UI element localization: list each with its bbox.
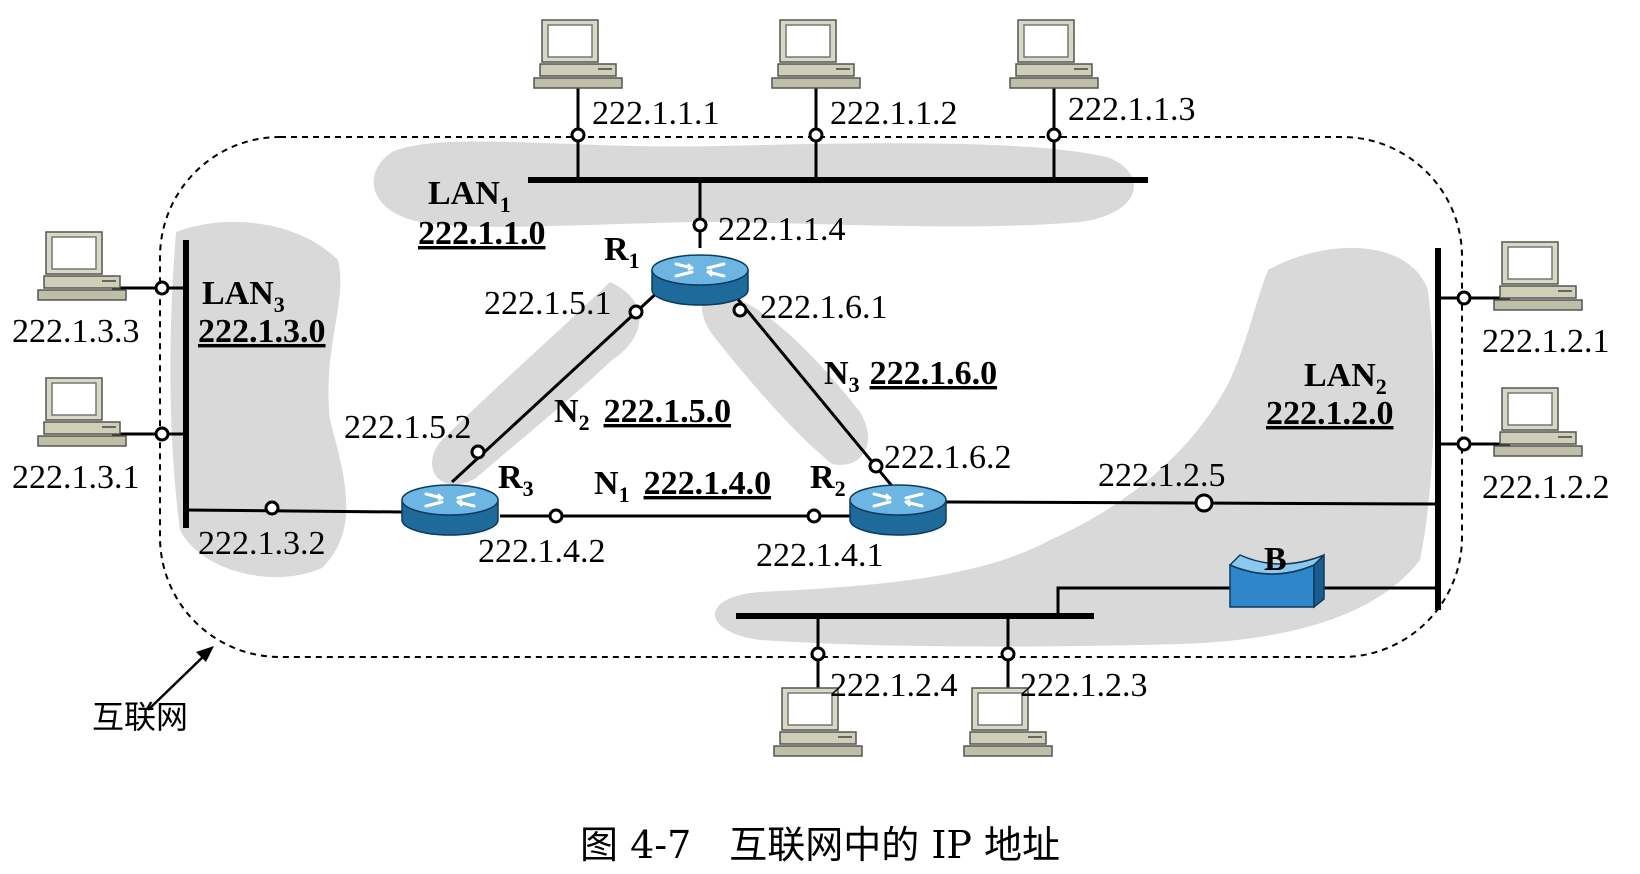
figure-caption: 图 4-7 互联网中的 IP 地址	[580, 823, 1060, 867]
addr-r3-lan3: 222.1.3.2	[198, 525, 326, 562]
bridge-b	[1228, 553, 1325, 609]
lan1-shade	[373, 141, 1134, 227]
lan3-shade	[170, 221, 347, 578]
router-r2-icon	[848, 483, 948, 537]
router-r1-label: R1	[604, 231, 640, 273]
host-222-1-1-2-icon	[771, 19, 861, 89]
n2-shade	[432, 282, 640, 485]
host-222-1-3-3-icon	[37, 231, 127, 301]
addr-r1-lan1: 222.1.1.4	[718, 211, 846, 248]
router-r2-label: R2	[810, 459, 846, 501]
addr-222-1-3-3: 222.1.3.3	[12, 313, 140, 350]
host-222-1-1-1-icon	[533, 19, 623, 89]
interface-ports	[154, 127, 1472, 662]
host-222-1-2-2-icon	[1493, 387, 1583, 457]
addr-222-1-2-2: 222.1.2.2	[1482, 469, 1610, 506]
lan3-name: LAN3	[202, 275, 285, 317]
addr-222-1-3-1: 222.1.3.1	[12, 459, 140, 496]
bridge-label: B	[1264, 541, 1287, 578]
host-222-1-1-3-icon	[1009, 19, 1099, 89]
addr-r2-n1: 222.1.4.1	[756, 537, 884, 574]
addr-r2-lan2: 222.1.2.5	[1098, 457, 1226, 494]
lan1-name: LAN1	[428, 175, 511, 217]
internet-label: 互联网	[92, 698, 188, 736]
router-r1-icon	[650, 253, 750, 307]
lan2-name: LAN2	[1304, 357, 1387, 399]
addr-222-1-1-2: 222.1.1.2	[830, 95, 958, 132]
host-222-1-2-1-icon	[1493, 241, 1583, 311]
lan1-address: 222.1.1.0	[418, 215, 546, 252]
addr-r1-n2: 222.1.5.1	[484, 285, 612, 322]
addr-222-1-1-1: 222.1.1.1	[592, 95, 720, 132]
addr-r1-n3: 222.1.6.1	[760, 289, 888, 326]
lan2-address: 222.1.2.0	[1266, 395, 1394, 432]
n3-shade	[701, 291, 869, 465]
internet-arrow	[147, 646, 214, 711]
addr-r3-n2: 222.1.5.2	[344, 409, 472, 446]
lan2-shade	[715, 247, 1434, 647]
addr-222-1-2-1: 222.1.2.1	[1482, 323, 1610, 360]
router-r3-label: R3	[498, 459, 534, 501]
addr-222-1-2-4: 222.1.2.4	[830, 667, 958, 704]
addr-r2-n3: 222.1.6.2	[884, 439, 1012, 476]
network-shading	[170, 141, 1434, 647]
host-222-1-3-1-icon	[37, 377, 127, 447]
addr-222-1-2-3: 222.1.2.3	[1020, 667, 1148, 704]
router-r3-icon	[400, 483, 500, 537]
addr-r3-n1: 222.1.4.2	[478, 533, 606, 570]
addr-222-1-1-3: 222.1.1.3	[1068, 91, 1196, 128]
lan3-address: 222.1.3.0	[198, 313, 326, 350]
